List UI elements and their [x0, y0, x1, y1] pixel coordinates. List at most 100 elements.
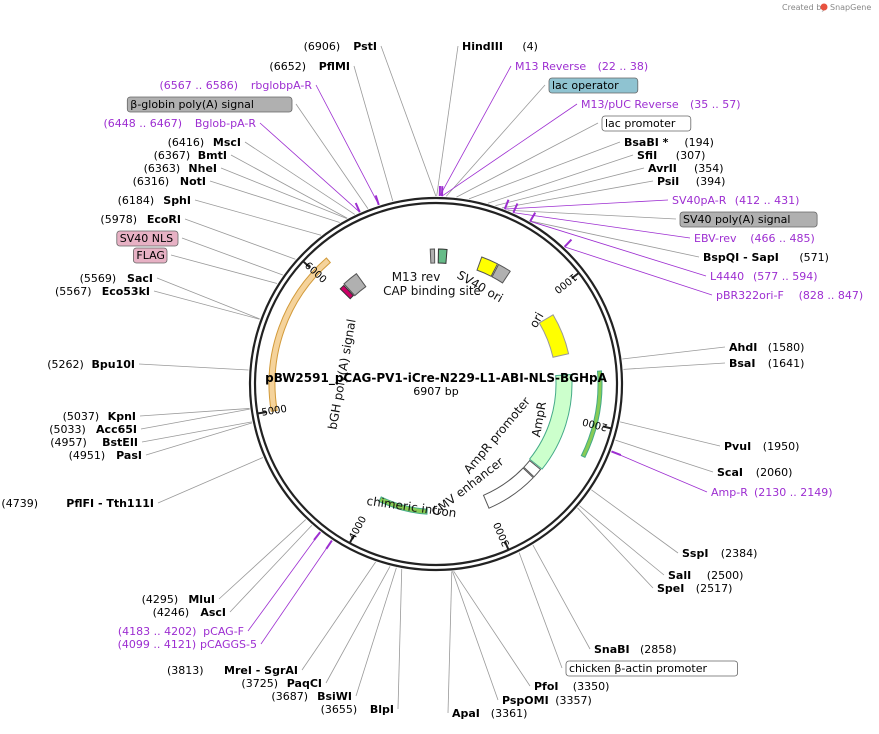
feature-box [548, 77, 639, 94]
primer-marker [529, 212, 537, 222]
site-coordinate: (1580) [768, 341, 805, 354]
snapgene-logo-icon [820, 3, 828, 11]
site-coordinate: (4957) [50, 436, 87, 449]
restriction-site-label: AscI [200, 606, 226, 619]
primer-label: pBR322ori-F [716, 289, 784, 302]
site-coordinate: (828 .. 847) [799, 289, 864, 302]
leader-line [145, 422, 253, 456]
feature-box [601, 115, 692, 132]
feature-label: ori [527, 310, 547, 331]
leader-line [397, 568, 403, 710]
site-coordinate: (577 .. 594) [753, 270, 818, 283]
leader-line [295, 103, 369, 209]
restriction-site-label: SalI [668, 569, 691, 582]
restriction-site-label: BstEII [102, 436, 138, 449]
site-coordinate: (6906) [304, 40, 341, 53]
site-coordinate: (6363) [144, 162, 181, 175]
site-coordinate: (2500) [707, 569, 744, 582]
feature-box-label: SV40 NLS [120, 232, 173, 245]
leader-line [156, 277, 260, 320]
leader-line [620, 421, 721, 447]
leader-line [504, 199, 669, 210]
feature-layer [268, 248, 603, 515]
restriction-site-label: KpnI [108, 410, 136, 423]
site-coordinate: (35 .. 57) [690, 98, 741, 111]
site-coordinate: (4951) [69, 449, 106, 462]
restriction-site-label: PflMI [319, 60, 350, 73]
restriction-site-label: BsaBI * [624, 136, 669, 149]
leader-line [622, 346, 726, 360]
site-coordinate: (6367) [154, 149, 191, 162]
leader-line [170, 254, 278, 284]
primer-marker [325, 539, 333, 550]
restriction-site-label: EcoRI [147, 213, 181, 226]
leader-line-layer [138, 45, 726, 714]
restriction-site-label: SacI [127, 272, 153, 285]
credit-prefix: Created by [782, 3, 826, 12]
leader-line [611, 451, 708, 493]
leader-line [579, 505, 665, 576]
site-coordinate: (3357) [555, 694, 592, 707]
primer-marker [503, 199, 510, 210]
tick-mark [602, 425, 612, 430]
leader-line [623, 362, 726, 370]
site-coordinate: (354) [694, 162, 724, 175]
leader-line [468, 141, 621, 200]
site-coordinate: (4099 .. 4121) [118, 638, 197, 651]
leader-line [194, 199, 322, 236]
leader-line [487, 154, 634, 204]
restriction-site-label: MscI [213, 136, 241, 149]
leader-line [244, 141, 356, 215]
leader-line [532, 544, 591, 650]
tick-mark [571, 272, 580, 280]
label-layer: PstI(6906)HindIII(4)M13 Reverse(22 .. 38… [1, 40, 863, 720]
feature-box [132, 247, 168, 264]
feature-box-label: lac operator [552, 79, 619, 92]
leader-line [518, 552, 563, 669]
leader-line [229, 524, 313, 613]
site-coordinate: (5033) [49, 423, 86, 436]
primer-marker [611, 450, 622, 456]
tick-mark [302, 260, 311, 269]
tick-label: 5000 [261, 404, 288, 419]
leader-line [513, 212, 691, 239]
restriction-site-label: Bpu10I [92, 358, 136, 371]
feature-box-label: lac promoter [605, 117, 676, 130]
site-coordinate: (3725) [241, 677, 278, 690]
primer-marker [563, 238, 573, 248]
restriction-site-label: HindIII [462, 40, 503, 53]
restriction-site-label: MluI [188, 593, 215, 606]
chicken-beta-actin-promoter-arc [268, 257, 332, 412]
site-coordinate: (194) [684, 136, 714, 149]
restriction-site-label: Acc65I [96, 423, 137, 436]
leader-line [456, 122, 599, 198]
site-coordinate: (1950) [763, 440, 800, 453]
tick-label: 4000 [347, 515, 369, 543]
credit-brand: SnapGene [830, 3, 871, 12]
site-coordinate: (3813) [167, 664, 204, 677]
leader-line [325, 566, 391, 684]
site-coordinate: (5978) [100, 213, 137, 226]
tick-mark [257, 411, 267, 415]
restriction-site-label: SfiI [637, 149, 657, 162]
restriction-site-label: BlpI [370, 703, 394, 716]
primer-label: M13 Reverse [515, 60, 586, 73]
site-coordinate: (4) [522, 40, 538, 53]
site-coordinate: (6652) [269, 60, 306, 73]
primer-label: SV40pA-R [672, 194, 727, 207]
site-coordinate: (5037) [63, 410, 100, 423]
leader-line [439, 65, 512, 197]
cmv-enhancer-feature [482, 467, 534, 509]
leader-line [209, 180, 340, 223]
site-coordinate: (6184) [118, 194, 155, 207]
leader-line [315, 84, 380, 206]
ampr-promoter-feature [523, 459, 542, 478]
restriction-site-label: SphI [163, 194, 191, 207]
leader-line [380, 45, 437, 197]
leader-line [447, 571, 453, 714]
restriction-site-label: MreI - SgrAI [224, 664, 298, 677]
tick-label: 3000 [492, 520, 512, 548]
chimeric-intron-arc [378, 496, 428, 515]
plasmid-name: pBW2591_pCAG-PV1-iCre-N229-L1-ABI-NLS-BG… [265, 371, 607, 386]
restriction-site-label: Eco53kI [102, 285, 150, 298]
